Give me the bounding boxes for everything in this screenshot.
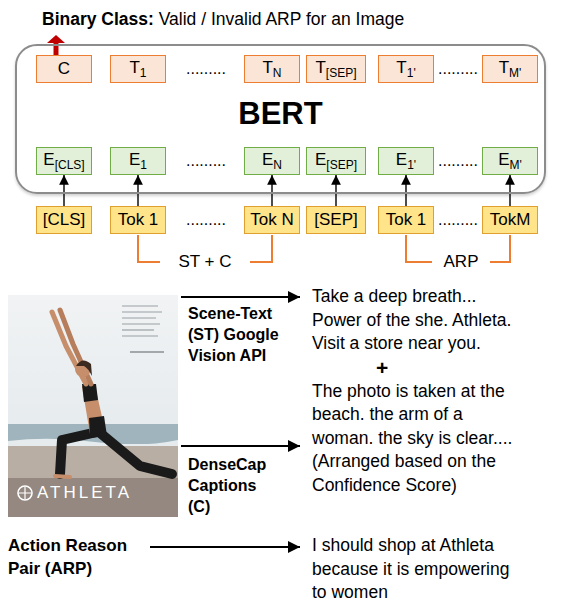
- input-arrow: [137, 175, 138, 206]
- input-token-box: [SEP]: [306, 206, 366, 234]
- embedding-box: EM': [482, 147, 538, 175]
- embedding-box: E1: [110, 147, 166, 175]
- bracket-line: [406, 235, 432, 262]
- segment-label: ARP: [436, 251, 486, 273]
- token-label: TokM: [490, 210, 531, 230]
- step-label: Action Reason Pair (ARP): [8, 534, 146, 580]
- ellipsis: .........: [436, 206, 480, 234]
- output-token-box: T1': [378, 55, 434, 83]
- process-arrows: [150, 297, 300, 547]
- bracket-line: [250, 235, 272, 262]
- figure-title: Binary Class: Valid / Invalid ARP for an…: [42, 9, 404, 30]
- ellipsis: .........: [170, 206, 242, 234]
- text-column: Take a deep breath... Power of the she. …: [312, 285, 527, 497]
- embedding-box: EN: [244, 147, 300, 175]
- token-label: Tok 1: [118, 210, 159, 230]
- input-token-box: TokM: [482, 206, 538, 234]
- token-label: E1': [396, 150, 416, 172]
- caption-text: The photo is taken at the beach. the arm…: [312, 380, 527, 451]
- input-token-box: Tok N: [244, 206, 300, 234]
- output-token-box: T[SEP]: [306, 55, 366, 83]
- plus-sign: +: [376, 356, 527, 380]
- input-arrow: [335, 175, 336, 206]
- token-label: Tok 1: [386, 210, 427, 230]
- input-arrow: [405, 175, 406, 206]
- bracket-line: [490, 235, 510, 262]
- ellipsis: .........: [436, 147, 480, 175]
- embedding-box: E1': [378, 147, 434, 175]
- step-label: DenseCap Captions (C): [188, 454, 282, 517]
- photo-sand-shade: [8, 478, 178, 517]
- embedding-box: E[SEP]: [306, 147, 366, 175]
- block-title: BERT: [17, 96, 544, 132]
- input-token-box: Tok 1: [110, 206, 166, 234]
- input-arrow: [509, 175, 510, 206]
- ellipsis: .........: [170, 147, 242, 175]
- output-token-box: C: [36, 55, 92, 83]
- process-arrow: [181, 296, 300, 298]
- token-label: Tok N: [250, 210, 293, 230]
- step-label: Scene-Text (ST) Google Vision API: [188, 303, 300, 366]
- photo-sand: [8, 446, 178, 517]
- token-label: T1': [396, 58, 415, 80]
- front-leg: [60, 432, 97, 474]
- process-arrow: [181, 445, 300, 447]
- token-label: C: [58, 59, 70, 79]
- brand-logo: [19, 487, 31, 499]
- photo-sky: [8, 295, 178, 517]
- action-reason-text: I should shop at Athleta because it is e…: [312, 534, 527, 605]
- output-token-box: TM': [482, 55, 538, 83]
- input-token-box: Tok 1: [378, 206, 434, 234]
- output-arrow-head: [47, 35, 65, 43]
- scene-text: Take a deep breath... Power of the she. …: [312, 285, 527, 356]
- bracket-line: [138, 235, 160, 262]
- sports-top: [82, 384, 98, 402]
- ellipsis: .........: [436, 55, 480, 83]
- input-arrow: [271, 175, 272, 206]
- photo-small-print: [122, 306, 164, 352]
- process-arrow: [150, 546, 300, 548]
- token-label: TM': [499, 58, 522, 80]
- output-token-box: TN: [244, 55, 300, 83]
- output-token-box: T1: [110, 55, 166, 83]
- input-token-box: [CLS]: [36, 206, 92, 234]
- waistband: [89, 416, 107, 438]
- token-label: [CLS]: [43, 210, 86, 230]
- token-label: EN: [262, 150, 282, 172]
- token-label: TN: [262, 58, 281, 80]
- back-leg: [99, 432, 172, 474]
- brand-name: ATHLETA: [37, 482, 175, 504]
- photo-wave: [8, 439, 178, 447]
- token-label: T1: [129, 58, 146, 80]
- hair: [76, 360, 92, 376]
- token-label: E[CLS]: [43, 150, 84, 172]
- token-label: EM': [498, 150, 522, 172]
- ad-photo: [8, 295, 178, 517]
- head: [75, 361, 91, 377]
- input-arrow: [63, 175, 64, 206]
- front-foot: [55, 476, 70, 477]
- embedding-box: E[CLS]: [36, 147, 92, 175]
- segment-label: ST + C: [170, 251, 240, 273]
- arm: [60, 310, 91, 384]
- brand-logo: [18, 486, 32, 500]
- yoga-figure: [52, 310, 172, 477]
- ellipsis: .........: [170, 55, 242, 83]
- token-label: E[SEP]: [315, 150, 357, 172]
- token-label: [SEP]: [314, 210, 357, 230]
- token-label: E1: [129, 150, 147, 172]
- caption-note: (Arranged based on the Confidence Score): [312, 450, 527, 497]
- token-label: T[SEP]: [315, 58, 356, 80]
